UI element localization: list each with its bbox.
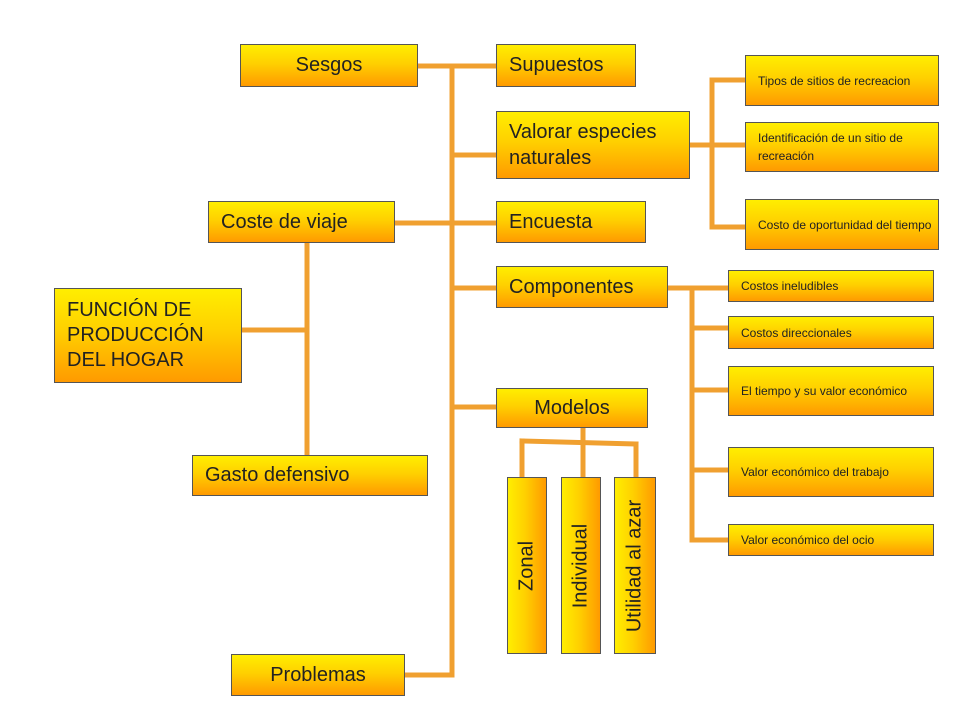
node-modelos: Modelos — [496, 388, 648, 428]
individual-label: Individual — [569, 523, 592, 608]
node-costo-oportunidad: Costo de oportunidad del tiempo — [745, 199, 939, 250]
node-identificacion-sitio: Identificación de un sitio de recreación — [745, 122, 939, 172]
node-tiempo-valor: El tiempo y su valor económico — [728, 366, 934, 416]
node-funcion-produccion-hogar: FUNCIÓN DE PRODUCCIÓN DEL HOGAR — [54, 288, 242, 383]
node-problemas: Problemas — [231, 654, 405, 696]
node-zonal: Zonal — [507, 477, 547, 654]
node-costos-direccionales: Costos direccionales — [728, 316, 934, 349]
node-valor-trabajo: Valor económico del trabajo — [728, 447, 934, 497]
node-individual: Individual — [561, 477, 601, 654]
node-utilidad-al-azar: Utilidad al azar — [614, 477, 656, 654]
node-tipos-sitios: Tipos de sitios de recreacion — [745, 55, 939, 106]
node-encuesta: Encuesta — [496, 201, 646, 243]
node-costos-ineludibles: Costos ineludibles — [728, 270, 934, 302]
zonal-label: Zonal — [515, 540, 538, 591]
node-valorar-especies: Valorar especies naturales — [496, 111, 690, 179]
node-coste-de-viaje: Coste de viaje — [208, 201, 395, 243]
node-sesgos: Sesgos — [240, 44, 418, 87]
node-supuestos: Supuestos — [496, 44, 636, 87]
utilidad-label: Utilidad al azar — [623, 499, 646, 632]
node-componentes: Componentes — [496, 266, 668, 308]
node-valor-ocio: Valor económico del ocio — [728, 524, 934, 556]
node-gasto-defensivo: Gasto defensivo — [192, 455, 428, 496]
